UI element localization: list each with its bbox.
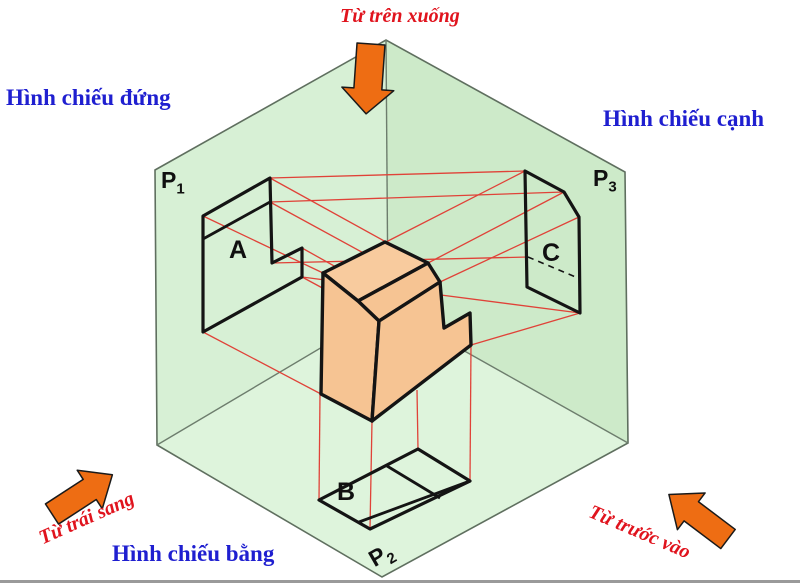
plane-p3-base: P <box>593 165 609 191</box>
ray-object-c <box>427 191 565 264</box>
view-a-shape <box>201 176 304 334</box>
transfer-a-c <box>269 191 565 203</box>
ray-object-c <box>385 170 526 243</box>
front-view-label: Hình chiếu đứng <box>6 85 171 110</box>
ray-a-object <box>202 331 322 395</box>
ray-object-b <box>416 389 419 450</box>
ray-a-object <box>269 177 387 243</box>
view-c-shape <box>523 169 582 315</box>
plane-p3-sub: 3 <box>608 178 617 196</box>
object-front-face <box>370 280 473 423</box>
view-b-inner-edge <box>358 479 471 524</box>
view-c-label: C <box>542 239 561 267</box>
view-a-outline <box>201 176 304 334</box>
arrow-top-down <box>341 42 395 115</box>
view-b-label: B <box>337 478 356 506</box>
view-b-shape <box>317 447 472 531</box>
arrow-from-left <box>44 469 114 525</box>
plane-p1-base: P <box>161 167 177 193</box>
plane-p1-sub: 1 <box>176 180 185 198</box>
slide-bottom-edge <box>0 580 800 583</box>
ray-object-b <box>318 393 321 501</box>
transfer-a-c <box>269 170 526 179</box>
view-c-hidden-edge <box>527 256 579 279</box>
view-b-step-edge <box>386 464 441 500</box>
view-b-outline <box>317 447 472 531</box>
ray-object-c <box>439 216 580 283</box>
viewing-direction-arrows <box>44 42 736 550</box>
view-a-label: A <box>229 236 248 264</box>
top-arrow-label: Từ trên xuống <box>340 5 460 27</box>
arrow-from-front <box>668 492 736 550</box>
plane-p3-label: P3 <box>593 165 617 196</box>
plane-p1-label: P1 <box>161 167 185 198</box>
ray-object-b <box>469 344 472 482</box>
view-a-chamfer-edge <box>202 200 271 241</box>
solid-object <box>319 240 473 423</box>
top-view-label: Hình chiếu bằng <box>112 541 275 566</box>
view-c-outline <box>523 169 582 315</box>
side-view-label: Hình chiếu cạnh <box>603 106 765 131</box>
ray-object-c <box>470 312 581 346</box>
